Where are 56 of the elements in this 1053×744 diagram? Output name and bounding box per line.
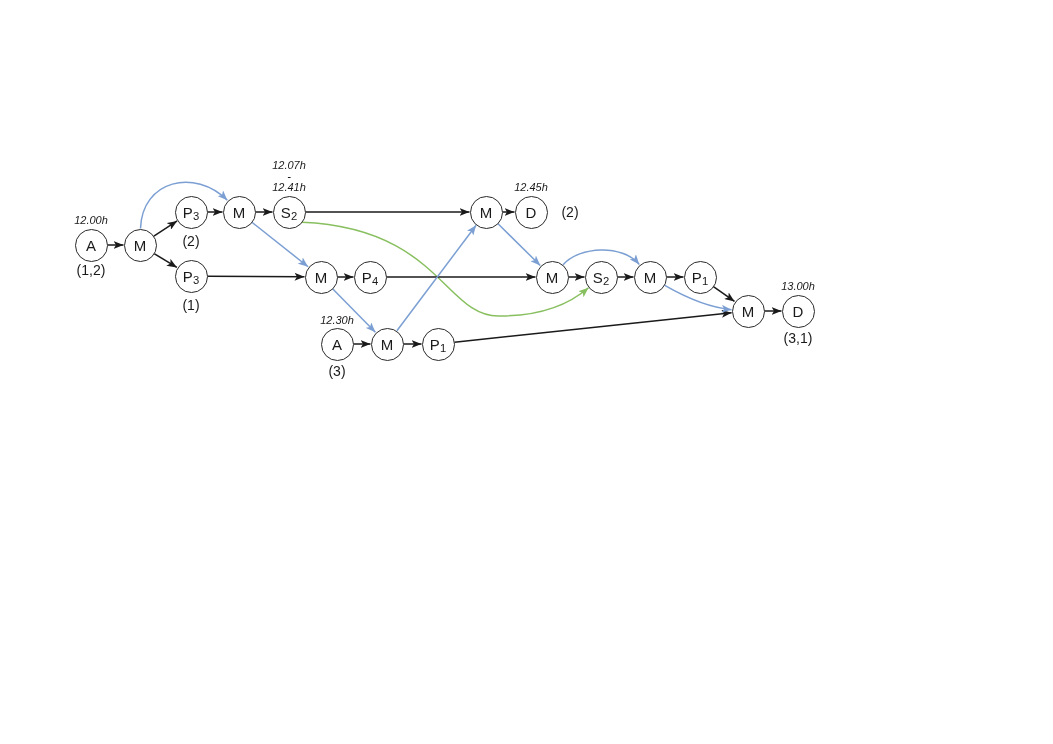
arrow xyxy=(501,208,516,216)
arrow xyxy=(251,221,309,268)
node-label: P$_{3}$ xyxy=(182,204,200,220)
arrow xyxy=(331,288,377,333)
node-annotation: (1) xyxy=(182,297,200,313)
node-label: A xyxy=(86,237,96,253)
node-label: M xyxy=(545,269,559,285)
arrow xyxy=(352,340,372,348)
time-label: 12.45h xyxy=(514,181,548,193)
node-label: P$_{4}$ xyxy=(361,269,379,285)
node-annotation: (2) xyxy=(561,204,579,220)
node-label: A xyxy=(332,336,342,352)
node-label: M xyxy=(133,237,147,253)
curved-arrow xyxy=(663,284,733,313)
arrow xyxy=(402,340,423,348)
arrow xyxy=(665,273,685,281)
curved-arrow xyxy=(562,249,641,266)
node-annotation: (2) xyxy=(182,233,200,249)
node-label: M xyxy=(314,269,328,285)
arrow xyxy=(153,252,178,269)
time-label: 13.00h xyxy=(781,280,815,292)
node-annotation: (3,1) xyxy=(783,330,813,346)
node-label: M xyxy=(380,336,394,352)
arrow xyxy=(396,224,477,332)
arrow xyxy=(336,273,355,281)
curved-arrow xyxy=(301,221,590,317)
arrow xyxy=(385,273,537,281)
arrow xyxy=(567,273,586,281)
arrow xyxy=(206,208,224,216)
time-label: 12.07h - 12.41h xyxy=(271,159,307,193)
node-label: M xyxy=(741,303,755,319)
node-annotation: (1,2) xyxy=(76,262,106,278)
arrow xyxy=(106,241,125,249)
arrow xyxy=(616,273,635,281)
node-label: M xyxy=(232,204,246,220)
time-label: 12.30h xyxy=(320,314,354,326)
node-label: D xyxy=(525,204,537,220)
curved-arrow xyxy=(139,181,229,230)
node-label: S$_{2}$ xyxy=(592,269,610,285)
node-label: M xyxy=(479,204,493,220)
node-label: S$_{2}$ xyxy=(280,204,298,220)
node-annotation: (3) xyxy=(328,363,346,379)
arrow xyxy=(206,272,306,281)
arrow xyxy=(763,307,783,315)
arrow xyxy=(153,220,178,237)
node-label: D xyxy=(792,303,804,319)
node-label: M xyxy=(643,269,657,285)
arrow xyxy=(453,309,733,343)
time-label: 12.00h xyxy=(74,214,108,226)
node-label: P$_{1}$ xyxy=(691,269,709,285)
node-label: P$_{3}$ xyxy=(182,268,200,284)
arrow xyxy=(712,285,736,303)
node-label: P$_{1}$ xyxy=(429,336,447,352)
arrow xyxy=(497,222,541,267)
arrow xyxy=(304,208,471,216)
arrow xyxy=(254,208,274,216)
